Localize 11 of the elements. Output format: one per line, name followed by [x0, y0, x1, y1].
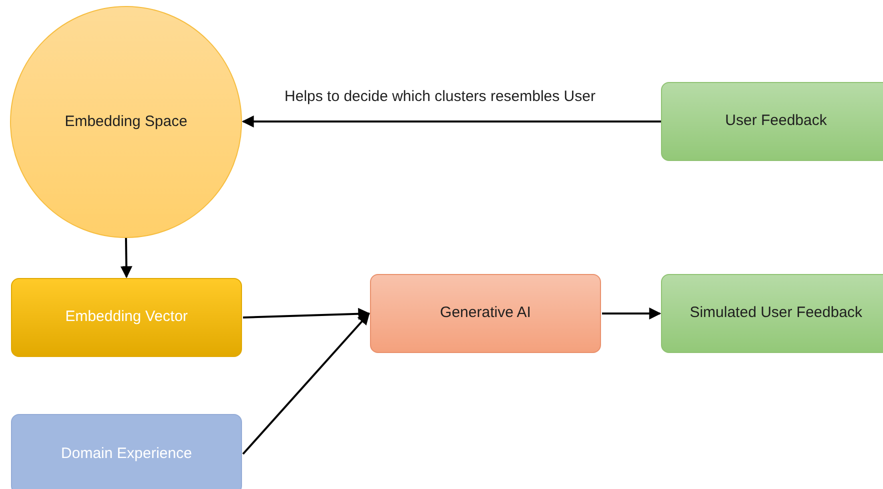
- arrow: [602, 308, 662, 320]
- arrow: [242, 308, 370, 320]
- process-box: Embedding Vector: [11, 278, 242, 357]
- process-box: Simulated User Feedback: [661, 274, 883, 353]
- edge-label: Helps to decide which clusters resembles User: [284, 86, 596, 106]
- process-box: Domain Experience: [11, 414, 242, 489]
- arrow: [242, 312, 370, 455]
- process-box: User Feedback: [661, 82, 883, 161]
- process-box: Generative AI: [370, 274, 601, 353]
- arrow: [120, 238, 132, 278]
- arrow: [242, 116, 661, 128]
